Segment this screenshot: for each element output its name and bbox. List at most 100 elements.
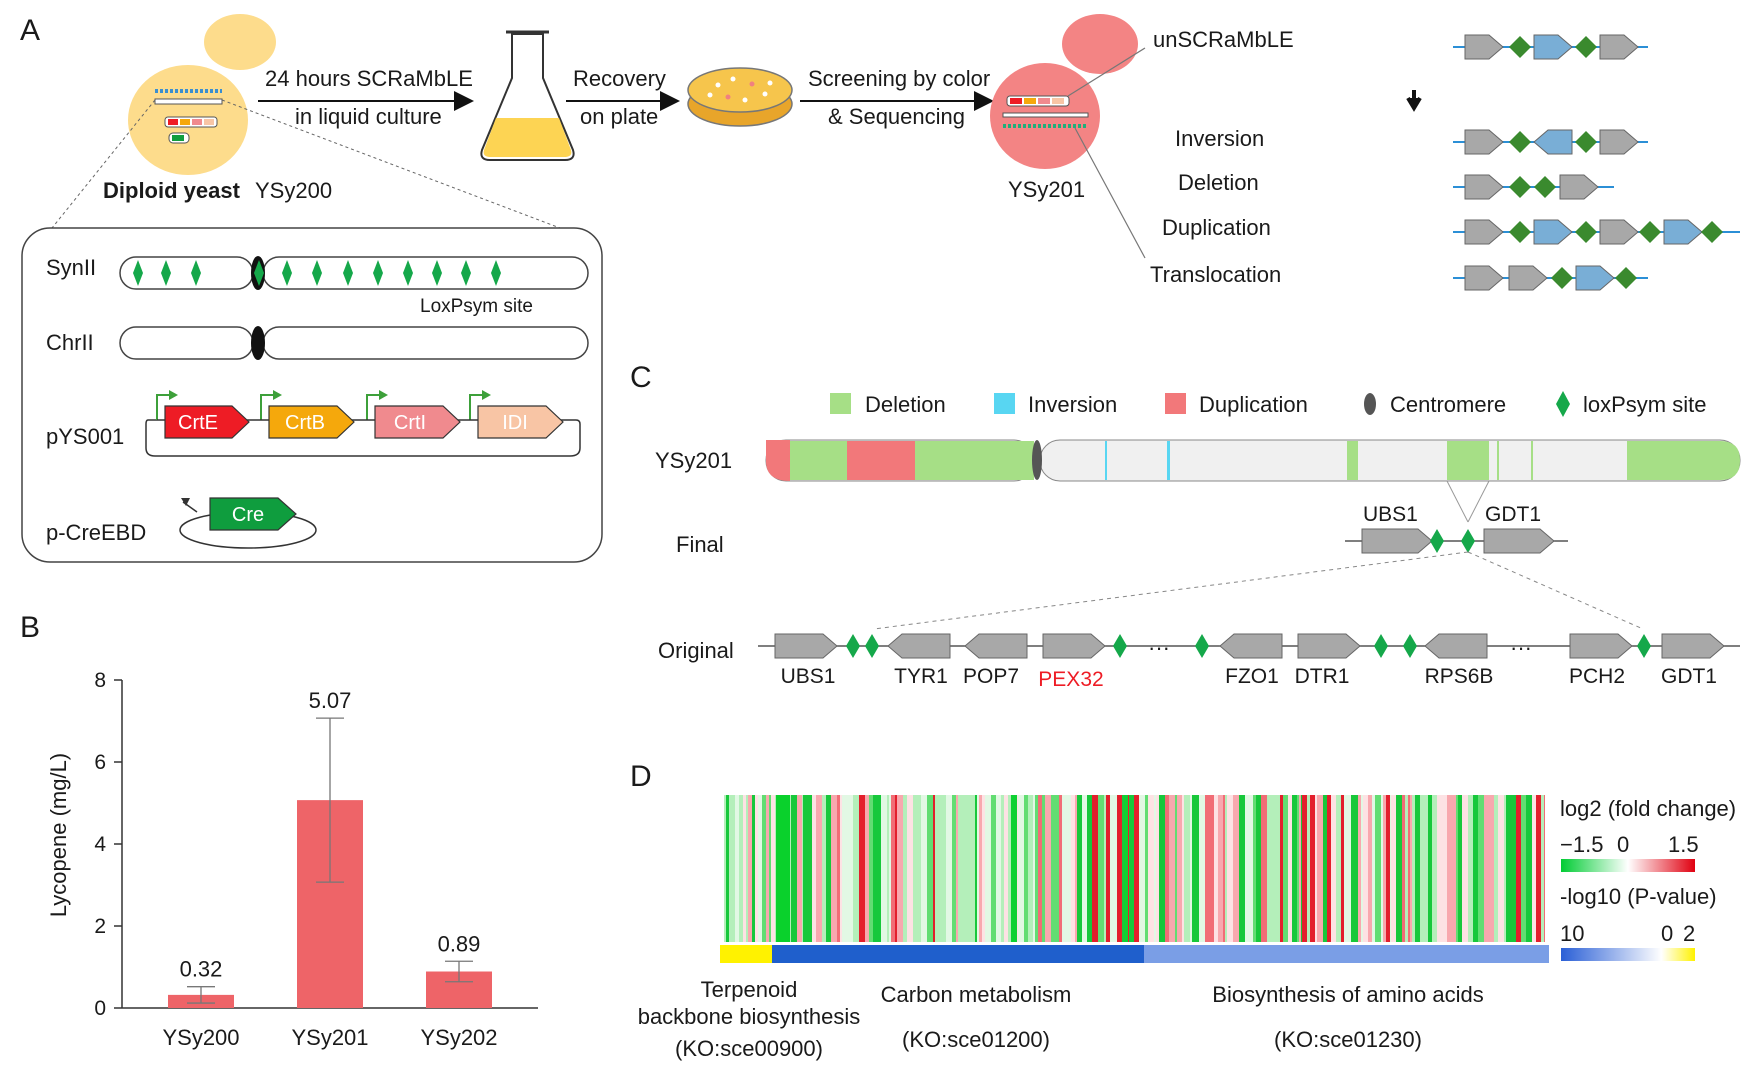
heatmap-cell (791, 795, 797, 942)
heatmap-cell (985, 795, 991, 942)
heatmap-cell (1062, 795, 1067, 942)
heatmap-cell (1124, 795, 1128, 942)
heatmap-cell (1302, 795, 1307, 942)
original-loxpsym (1637, 634, 1651, 658)
label-unscramble: unSCRaMbLE (1153, 27, 1294, 52)
heatmap-cell (1484, 795, 1489, 942)
panel-a: A Diploid yeast YSy200 24 hours SCRaMbLE… (20, 14, 1740, 563)
heatmap-cell (816, 795, 822, 942)
heatmap-cell (1306, 795, 1310, 942)
original-gene-arrow (1042, 633, 1106, 659)
original-gene-names: UBS1 TYR1 POP7 PEX32 FZO1 DTR1 RPS6B PCH… (781, 665, 1717, 691)
heatmap-cell (1323, 795, 1327, 942)
heatmap-cell (895, 795, 897, 942)
heatmap-cell (891, 795, 895, 942)
heatmap-cell (1447, 795, 1450, 942)
heatmap-cell (743, 795, 746, 942)
original-loxpsym (1195, 634, 1209, 658)
heatmap-cell (927, 795, 933, 942)
gene-crte: CrtE (164, 405, 250, 439)
orig-gene-dtr1: DTR1 (1295, 665, 1350, 688)
heatmap-cell (1122, 795, 1125, 942)
loxpsym-diamond (1551, 267, 1573, 289)
step3-line2: & Sequencing (828, 104, 965, 129)
petri-dish-icon (687, 67, 793, 127)
heatmap-cell (797, 795, 802, 942)
category-bar (720, 945, 1549, 963)
heatmap-cell (1156, 795, 1159, 942)
heatmap-cell (1211, 795, 1214, 942)
heatmap-cell (1110, 795, 1115, 942)
heatmap-cell (1331, 795, 1336, 942)
heatmap-cell (979, 795, 982, 942)
heatmap-cell (1261, 795, 1263, 942)
heatmap-cell (1082, 795, 1087, 942)
cat3-line2: (KO:sce01230) (1274, 1027, 1422, 1052)
heatmap-cell (1544, 795, 1545, 942)
original-gene-arrow (1569, 633, 1633, 659)
p-tick-10: 10 (1560, 921, 1584, 946)
heatmap-cell (969, 795, 975, 942)
blue-gene-arrow (1663, 219, 1703, 245)
original-gene-arrow (774, 633, 838, 659)
heatmap-cell (917, 795, 921, 942)
heatmap-cell (873, 795, 875, 942)
panel-letter-d: D (630, 760, 652, 793)
original-loxpsym (1403, 634, 1417, 658)
heatmap-cell (1288, 795, 1292, 942)
step2-line2: on plate (580, 104, 658, 129)
step1-line1: 24 hours SCRaMbLE (265, 66, 473, 91)
heatmap-cell (1498, 795, 1504, 942)
heatmap-cell (1184, 795, 1190, 942)
heatmap-cell (1190, 795, 1193, 942)
heatmap-cell (884, 795, 887, 942)
heatmap-cell (1042, 795, 1045, 942)
heatmap-cell (1159, 795, 1165, 942)
ellipsis-2: ··· (1510, 635, 1532, 660)
heatmap-cell (1033, 795, 1035, 942)
heatmap-cell (913, 795, 917, 942)
y-tick-label: 0 (94, 997, 106, 1020)
orig-gene-pch2: PCH2 (1569, 665, 1625, 688)
heatmap-cell (776, 795, 790, 942)
heatmap-cell (1415, 795, 1420, 942)
heatmap-cell (1462, 795, 1468, 942)
cat1-line1: Terpenoid (701, 977, 798, 1002)
heatmap-cell (1361, 795, 1363, 942)
heatmap-cell (921, 795, 927, 942)
gray-gene-arrow (1599, 219, 1639, 245)
category-amino-acids (1144, 945, 1549, 963)
loxpsym-site-marker (432, 260, 442, 286)
gray-gene-arrow (1599, 129, 1639, 155)
step2-line1: Recovery (573, 66, 666, 91)
heatmap-cell (1372, 795, 1375, 942)
heatmap-cell (1299, 795, 1301, 942)
heatmap-cell (1405, 795, 1408, 942)
heatmap-cell (822, 795, 826, 942)
loxpsym-diamond (1509, 221, 1531, 243)
heatmap-cell (1139, 795, 1145, 942)
heatmap-cell (1087, 795, 1092, 942)
final-gene-gdt1: GDT1 (1485, 503, 1541, 526)
heatmap-cell (842, 795, 848, 942)
heatmap-cell (1165, 795, 1169, 942)
flask-icon (480, 30, 575, 161)
legend-loxpsym-swatch (1556, 391, 1570, 417)
loxpsym-site-marker (282, 260, 292, 286)
heatmap-cell (1506, 795, 1512, 942)
heatmap-cell (748, 795, 752, 942)
synii-label: SynII (46, 255, 96, 280)
panel-letter-b: B (20, 611, 40, 644)
final-zoom-right (1467, 480, 1490, 523)
heatmap-cell (991, 795, 996, 942)
heatmap-cell (1267, 795, 1270, 942)
legend-deletion-label: Deletion (865, 392, 946, 417)
heatmap-cell (1024, 795, 1028, 942)
gray-gene-arrow (1464, 174, 1504, 200)
original-loxpsym (846, 634, 860, 658)
heatmap-cell (1450, 795, 1456, 942)
heatmap-cell (810, 795, 816, 942)
label-inversion: Inversion (1175, 126, 1264, 151)
heatmap-cell (1460, 795, 1462, 942)
cat1-line3: (KO:sce00900) (675, 1036, 823, 1061)
